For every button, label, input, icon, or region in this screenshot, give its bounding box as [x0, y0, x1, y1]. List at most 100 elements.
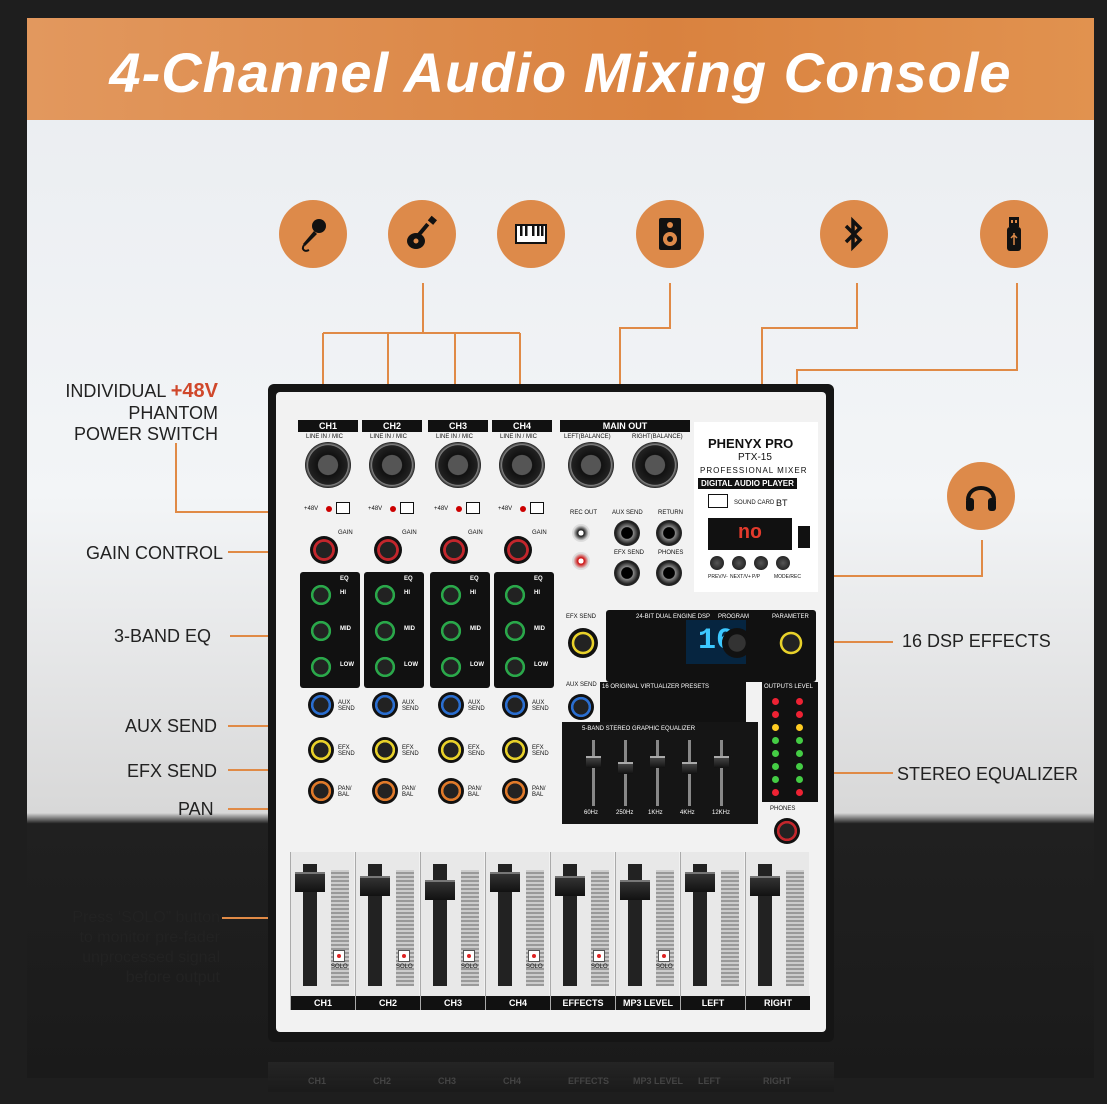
phones-jack[interactable] — [656, 560, 682, 586]
eq-low-knob[interactable] — [308, 654, 334, 680]
phantom-switch[interactable] — [400, 502, 414, 514]
fader-cap[interactable] — [685, 872, 715, 892]
fader-cap[interactable] — [555, 876, 585, 896]
eq-mid-knob[interactable] — [308, 618, 334, 644]
efx-send-knob[interactable] — [438, 737, 464, 763]
solo-button[interactable] — [593, 950, 605, 962]
eq-hi-knob[interactable] — [502, 582, 528, 608]
main-right-xlr[interactable] — [632, 442, 678, 488]
phantom-label: +48V — [368, 506, 383, 512]
microphone-icon — [279, 200, 347, 268]
eq-hi-knob[interactable] — [438, 582, 464, 608]
fader-scale — [721, 870, 739, 986]
fader-label: LEFT — [681, 996, 745, 1010]
eq-low-knob[interactable] — [438, 654, 464, 680]
stereo-eq-callout: STEREO EQUALIZER — [897, 764, 1079, 784]
player-button[interactable] — [710, 556, 724, 570]
program-knob[interactable] — [722, 628, 752, 658]
combo-input-jack[interactable] — [305, 442, 351, 488]
pan-knob[interactable] — [502, 778, 528, 804]
keyboard-icon — [497, 200, 565, 268]
rec-out-right-jack[interactable] — [572, 552, 590, 570]
fader-cap[interactable] — [490, 872, 520, 892]
solo-button[interactable] — [463, 950, 475, 962]
solo-button[interactable] — [658, 950, 670, 962]
pan-knob[interactable] — [438, 778, 464, 804]
parameter-knob[interactable] — [776, 628, 806, 658]
eq-low-knob[interactable] — [372, 654, 398, 680]
pan-knob[interactable] — [308, 778, 334, 804]
geq-slider[interactable] — [714, 756, 729, 768]
eq-band-label: LOW — [470, 662, 484, 668]
usb-port[interactable] — [798, 526, 810, 548]
eq-label: EQ — [340, 576, 349, 582]
aux-send-knob[interactable] — [502, 692, 528, 718]
main-left-xlr[interactable] — [568, 442, 614, 488]
eq-band-label: LOW — [340, 662, 354, 668]
phantom-switch[interactable] — [336, 502, 350, 514]
level-led — [796, 711, 803, 718]
fader-cap[interactable] — [425, 880, 455, 900]
solo-button[interactable] — [528, 950, 540, 962]
player-button-label: P/P — [752, 574, 761, 580]
gain-knob[interactable] — [310, 536, 338, 564]
player-button[interactable] — [732, 556, 746, 570]
efx-send-knob[interactable] — [502, 737, 528, 763]
aux-send-knob[interactable] — [438, 692, 464, 718]
rec-out-left-jack[interactable] — [572, 524, 590, 542]
aux-send-knob[interactable] — [308, 692, 334, 718]
geq-slider[interactable] — [650, 756, 665, 768]
eq-hi-knob[interactable] — [372, 582, 398, 608]
efx-send-jack[interactable] — [614, 560, 640, 586]
geq-slider[interactable] — [618, 762, 633, 774]
solo-callout: Press ‘SOLO” button to monitor pre-fader… — [20, 908, 220, 988]
phones-level-knob[interactable] — [774, 818, 800, 844]
aux-send-jack[interactable] — [614, 520, 640, 546]
efx-send-knob[interactable] — [308, 737, 334, 763]
geq-slider[interactable] — [682, 762, 697, 774]
phones-jack-label: PHONES — [658, 550, 684, 556]
phantom-switch[interactable] — [530, 502, 544, 514]
player-button[interactable] — [776, 556, 790, 570]
level-led — [772, 724, 779, 731]
combo-input-jack[interactable] — [499, 442, 545, 488]
eq-hi-knob[interactable] — [308, 582, 334, 608]
gain-label: GAIN — [402, 530, 417, 536]
player-button[interactable] — [754, 556, 768, 570]
efx-send-knob[interactable] — [372, 737, 398, 763]
pan-callout: PAN — [178, 799, 214, 819]
phantom-line3: POWER SWITCH — [74, 424, 218, 444]
program-label: PROGRAM — [718, 614, 750, 620]
pan-knob[interactable] — [372, 778, 398, 804]
channel-label: CH3 — [428, 420, 488, 432]
geq-slider[interactable] — [586, 756, 601, 768]
aux-send-knob[interactable] — [372, 692, 398, 718]
eq-low-knob[interactable] — [502, 654, 528, 680]
phantom-led — [390, 506, 396, 512]
phantom-switch[interactable] — [466, 502, 480, 514]
gain-knob[interactable] — [440, 536, 468, 564]
phones-master-label: PHONES — [770, 806, 796, 812]
fader-cap[interactable] — [620, 880, 650, 900]
model-number: PTX-15 — [738, 452, 772, 463]
combo-input-jack[interactable] — [369, 442, 415, 488]
gain-knob[interactable] — [504, 536, 532, 564]
return-jack[interactable] — [656, 520, 682, 546]
eq-mid-knob[interactable] — [438, 618, 464, 644]
fader-cap[interactable] — [360, 876, 390, 896]
efx-send-master-knob[interactable] — [568, 628, 598, 658]
level-led — [796, 737, 803, 744]
fader-cap[interactable] — [295, 872, 325, 892]
aux-send-master-knob[interactable] — [568, 694, 594, 720]
solo-button[interactable] — [333, 950, 345, 962]
eq-mid-knob[interactable] — [372, 618, 398, 644]
eq-mid-knob[interactable] — [502, 618, 528, 644]
fader-cap[interactable] — [750, 876, 780, 896]
player-button-label: PREV/V- — [708, 574, 728, 580]
combo-input-jack[interactable] — [435, 442, 481, 488]
eq-band-label: LOW — [404, 662, 418, 668]
gain-knob[interactable] — [374, 536, 402, 564]
solo-button[interactable] — [398, 950, 410, 962]
